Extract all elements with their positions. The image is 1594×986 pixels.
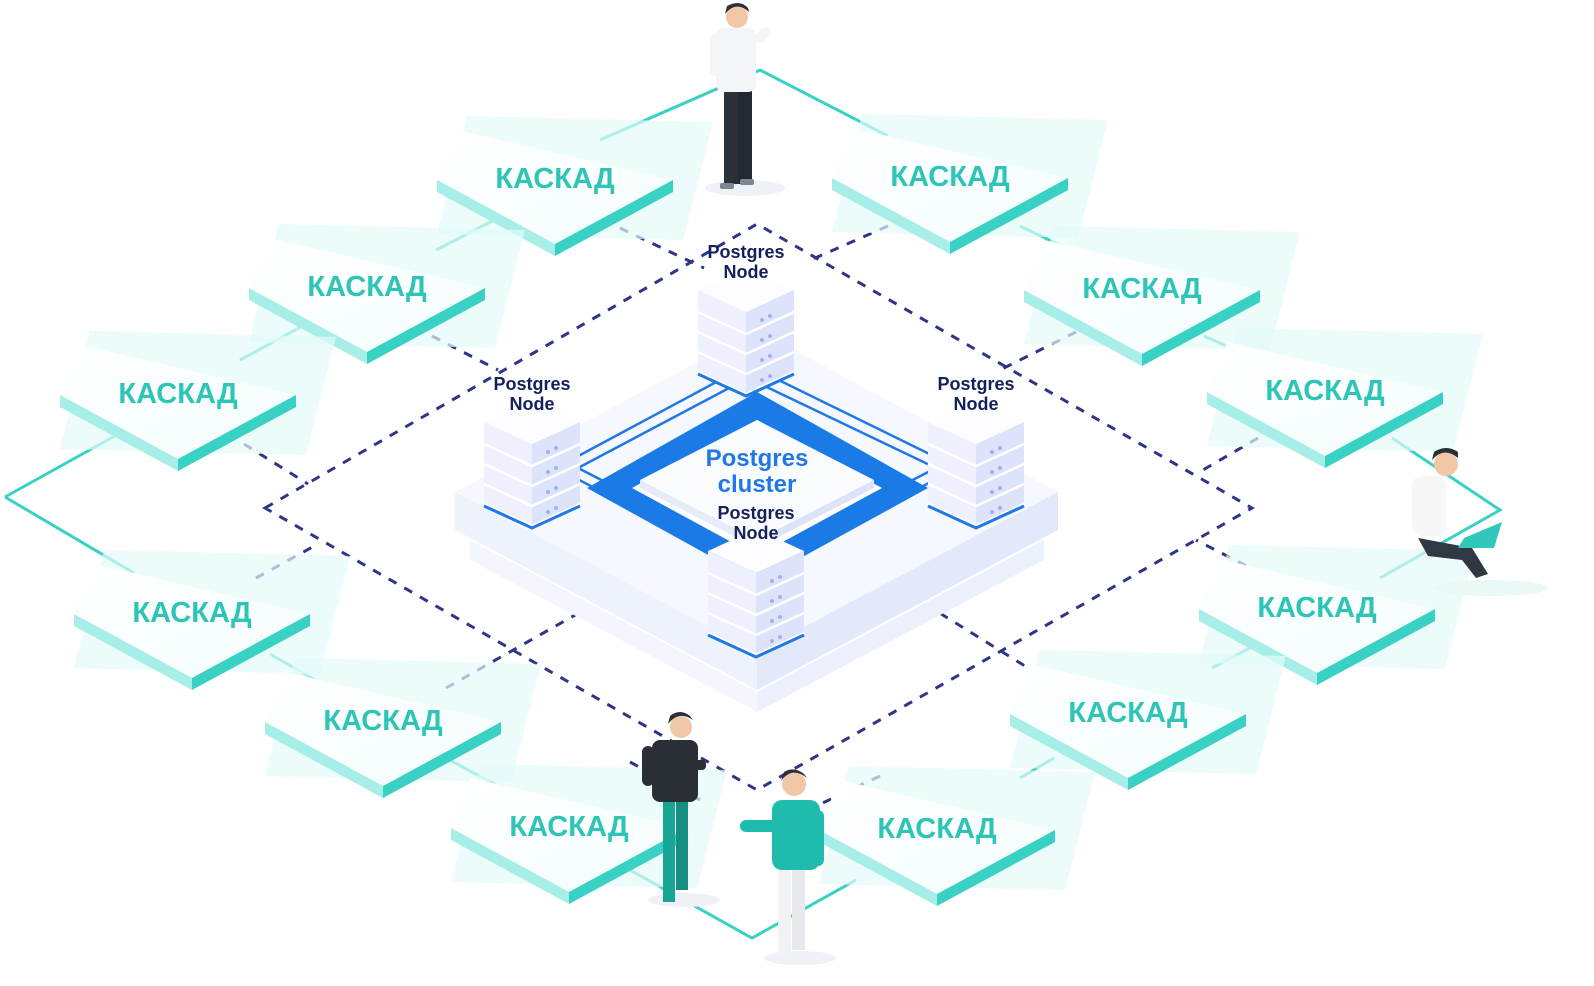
dashed-line-4: [995, 330, 1077, 374]
cascade-bottom-left-2: КАСКАД: [265, 658, 541, 798]
node-label-line2: Node: [734, 523, 779, 543]
cascade-bottom-right-2: КАСКАД: [1010, 650, 1286, 790]
node-label-line2: Node: [954, 394, 999, 414]
cascade-top-right-1: КАСКАД: [832, 114, 1108, 254]
cascade-label: КАСКАД: [323, 705, 443, 737]
node-label-line2: Node: [724, 262, 769, 282]
cascade-top-right-2: КАСКАД: [1024, 226, 1300, 366]
teal-line-2: [599, 68, 889, 142]
postgres-nodes: PostgresNodePostgresNodePostgresNodePost…: [483, 242, 1025, 659]
person-standing-top: [705, 2, 785, 196]
cascade-top-left-1: КАСКАД: [437, 116, 713, 256]
node-label-line1: Postgres: [707, 242, 784, 262]
person-sitting-laptop: [1412, 448, 1548, 596]
dashed-line-3: [431, 334, 499, 372]
cascade-top-left-2: КАСКАД: [249, 224, 525, 364]
cascade-label: КАСКАД: [307, 271, 427, 303]
cascade-label: КАСКАД: [1257, 592, 1377, 624]
dashed-line-2: [805, 224, 889, 264]
cluster-label-line2: cluster: [718, 471, 797, 498]
cascade-bottom-right-1: КАСКАД: [1199, 545, 1475, 685]
cascade-top-right-3: КАСКАД: [1207, 328, 1483, 468]
cascade-tiles: КАСКАД КАСКАД КАСКАД КАСКАД КАСКАД КАСКАД КАСК…: [60, 114, 1483, 906]
postgres-cluster-frame: [587, 392, 928, 582]
cascade-label: КАСКАД: [890, 161, 1010, 193]
cascade-label: КАСКАД: [118, 378, 238, 410]
cascade-label: КАСКАД: [509, 811, 629, 843]
node-label-line2: Node: [510, 394, 555, 414]
cascade-label: КАСКАД: [1265, 375, 1385, 407]
dashed-line-6: [1195, 436, 1259, 476]
dashed-line-7: [255, 542, 319, 580]
cascade-label: КАСКАД: [1068, 697, 1188, 729]
cascade-label: КАСКАД: [132, 597, 252, 629]
node-label-line1: Postgres: [493, 374, 570, 394]
person-gesturing: [740, 769, 836, 965]
cascade-top-left-3: КАСКАД: [60, 331, 336, 471]
dashed-line-5: [243, 442, 309, 486]
person-with-phone: [642, 712, 720, 907]
node-label-line1: Postgres: [937, 374, 1014, 394]
dashed-line-1: [619, 226, 705, 270]
cascade-bottom-right-3: КАСКАД: [819, 766, 1095, 906]
cascade-label: КАСКАД: [1082, 273, 1202, 305]
cascade-label: КАСКАД: [495, 163, 615, 195]
dashed-line-0: [261, 222, 1256, 792]
cascade-bottom-left-1: КАСКАД: [74, 550, 350, 690]
node-label-line1: Postgres: [717, 503, 794, 523]
cascade-label: КАСКАД: [877, 813, 997, 845]
cluster-label-line1: Postgres: [706, 445, 809, 472]
